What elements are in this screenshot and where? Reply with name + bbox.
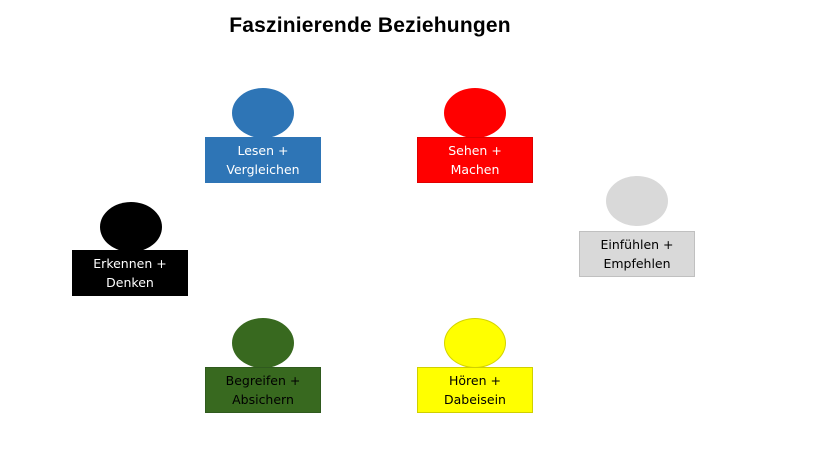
person-head-icon bbox=[232, 318, 294, 368]
label-line-2: Vergleichen bbox=[226, 162, 300, 177]
person-label-box: Lesen + Vergleichen bbox=[205, 137, 321, 183]
person-label-box: Einfühlen + Empfehlen bbox=[579, 231, 695, 277]
label-line-1: Hören + bbox=[449, 373, 501, 388]
label-line-2: Absichern bbox=[232, 392, 294, 407]
person-label-box: Erkennen + Denken bbox=[72, 250, 188, 296]
label-line-1: Begreifen + bbox=[225, 373, 301, 388]
person-label-box: Hören + Dabeisein bbox=[417, 367, 533, 413]
label-line-2: Empfehlen bbox=[603, 256, 671, 271]
person-head-icon bbox=[606, 176, 668, 226]
label-line-1: Erkennen + bbox=[93, 256, 167, 271]
person-label-box: Sehen + Machen bbox=[417, 137, 533, 183]
label-line-1: Einfühlen + bbox=[600, 237, 674, 252]
person-head-icon bbox=[100, 202, 162, 252]
label-line-1: Lesen + bbox=[237, 143, 289, 158]
person-head-icon bbox=[444, 88, 506, 138]
person-label-box: Begreifen + Absichern bbox=[205, 367, 321, 413]
person-head-icon bbox=[444, 318, 506, 368]
label-line-2: Machen bbox=[450, 162, 500, 177]
label-line-2: Dabeisein bbox=[444, 392, 506, 407]
label-line-1: Sehen + bbox=[448, 143, 502, 158]
person-head-icon bbox=[232, 88, 294, 138]
label-line-2: Denken bbox=[106, 275, 154, 290]
page-title: Faszinierende Beziehungen bbox=[229, 14, 511, 37]
